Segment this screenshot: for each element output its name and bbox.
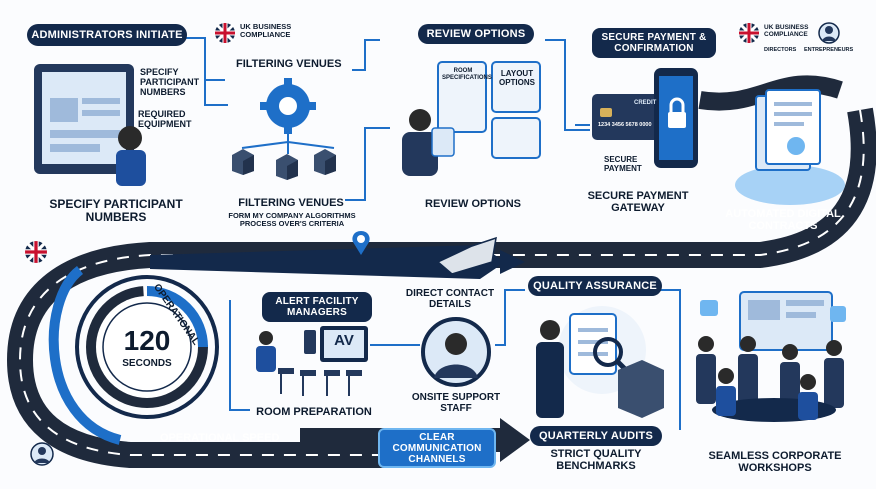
- clear-communication-pill: CLEAR COMMUNICATION CHANNELS: [378, 428, 496, 468]
- corporate-workshop-icon: [696, 291, 846, 422]
- road-markings: [18, 109, 865, 456]
- stage5-caption: AUTOMATED DIGITAL CONTRACTS: [725, 208, 841, 233]
- review-cards-icon: [402, 61, 541, 176]
- blue-lane: [48, 266, 122, 445]
- connector-6: [229, 300, 250, 411]
- connector-2-3b: [345, 127, 390, 201]
- quarterly-audits-pill: QUARTERLY AUDITS: [530, 426, 662, 446]
- payment-card-phone-icon: [592, 68, 698, 168]
- av-screen-label: AV: [334, 332, 354, 349]
- gear-filter-icon: [241, 78, 335, 154]
- road-arrow-head: [500, 250, 525, 274]
- timer-value: 120: [123, 325, 171, 356]
- layout-options-card-label: LAYOUT OPTIONS: [498, 69, 535, 87]
- uk-flag-icon: [25, 241, 47, 263]
- building-icon: [232, 149, 254, 175]
- room-specs-card-label: ROOM SPECIFICATIONS: [442, 68, 492, 81]
- compliance-label: UK BUSINESS COMPLIANCE: [240, 22, 292, 40]
- specify-participants-label: SPECIFY PARTICIPANT NUMBERS: [140, 67, 200, 97]
- support-staff-icon: [421, 317, 491, 387]
- connector-8-9: [660, 289, 681, 430]
- secure-payment-label: SECURE PAYMENT: [604, 155, 642, 173]
- building-icon: [276, 154, 298, 180]
- stage8-caption: STRICT QUALITY BENCHMARKS: [550, 448, 642, 473]
- contract-glow: [735, 165, 845, 205]
- connector-2-3: [352, 39, 380, 71]
- timer-icon: [75, 275, 219, 419]
- stage2-subcaption: FORM MY COMPANY ALGORITHMS PROCESS OVER'…: [228, 211, 356, 229]
- user-avatar-icon: [30, 442, 54, 466]
- stage4-caption: SECURE PAYMENT GATEWAY: [587, 190, 689, 215]
- stage7-caption: ONSITE SUPPORT STAFF: [411, 392, 501, 414]
- road-arrow-body: [150, 245, 505, 279]
- entrepreneurs-label: ENTREPRENEURS: [804, 47, 854, 53]
- connector-1-2: [180, 37, 225, 81]
- quality-assurance-header: QUALITY ASSURANCE: [528, 276, 662, 296]
- stage3-caption: REVIEW OPTIONS: [425, 198, 521, 210]
- handshake-icon: [436, 236, 497, 275]
- review-options-header: REVIEW OPTIONS: [418, 24, 534, 44]
- stage9-caption: SEAMLESS CORPORATE WORKSHOPS: [708, 450, 842, 475]
- compliance-right-label: UK BUSINESS COMPLIANCE: [764, 24, 809, 39]
- administrators-initiate-header: ADMINISTRATORS INITIATE: [27, 24, 187, 46]
- direct-contact-header: DIRECT CONTACT DETAILS: [405, 288, 495, 310]
- directors-label: DIRECTORS: [764, 47, 797, 53]
- digital-contract-icon: [755, 89, 821, 171]
- credit-card-text: CREDIT: [634, 100, 657, 106]
- filtering-venues-header: FILTERING VENUES: [236, 58, 342, 70]
- credit-card-number: 1234 3456 5678 0000: [598, 122, 652, 128]
- connector-7-8: [495, 289, 525, 346]
- uk-flag-icon: [739, 23, 759, 43]
- stage1-caption: SPECIFY PARTICIPANT NUMBERS: [49, 197, 183, 225]
- connector-1-2b: [204, 80, 228, 106]
- uk-flag-icon: [215, 23, 235, 43]
- stage6-caption: ROOM PREPARATION: [256, 406, 372, 418]
- secure-payment-header: SECURE PAYMENT & CONFIRMATION: [592, 28, 716, 58]
- quality-audit-icon: [536, 306, 664, 418]
- timer-unit: SECONDS: [122, 358, 172, 369]
- alert-facility-header: ALERT FACILITY MANAGERS: [262, 292, 372, 322]
- admin-monitor-icon: [34, 64, 146, 186]
- connector-3-4: [545, 39, 590, 131]
- map-pin-icon: [352, 231, 370, 255]
- user-avatar-icon: [818, 22, 840, 44]
- room-setup-icon: [256, 326, 368, 396]
- required-equipment-label: REQUIRED EQUIPMENT: [138, 109, 192, 129]
- stage2-caption: FILTERING VENUES: [238, 197, 344, 209]
- building-icon: [314, 149, 336, 175]
- operational-speed-label: OPERATIONAL SPEED: [160, 432, 280, 444]
